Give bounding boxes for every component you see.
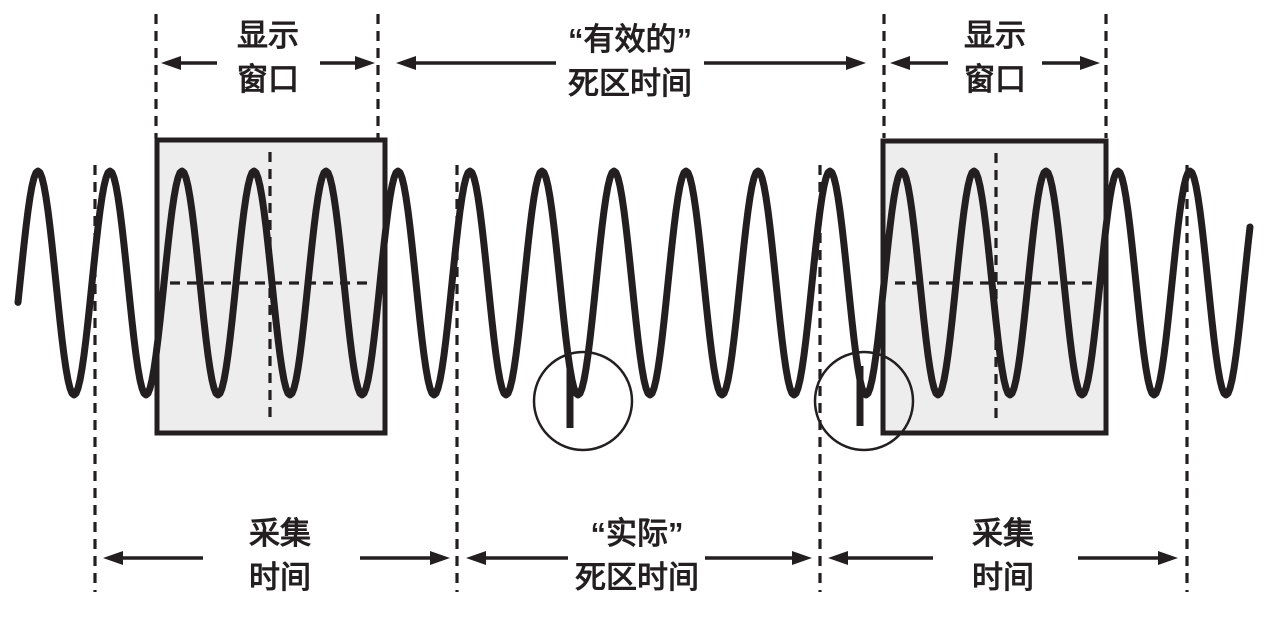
label-display-window-left: 显示 窗口: [188, 14, 348, 102]
label-line: “实际”: [590, 516, 684, 551]
dimension-arrow-head: [890, 56, 910, 70]
glitch-highlight-circle: [813, 350, 915, 452]
dimension-arrow-head: [828, 551, 848, 565]
label-line: “有效的”: [568, 22, 692, 57]
label-line: 显示: [964, 18, 1026, 53]
label-display-window-right: 显示 窗口: [915, 14, 1075, 102]
dimension-arrow-head: [792, 551, 812, 565]
label-line: 死区时间: [568, 66, 692, 101]
label-line: 时间: [249, 560, 311, 595]
dimension-arrow-head: [355, 56, 375, 70]
label-acquisition-time-left: 采集 时间: [200, 512, 360, 600]
label-line: 死区时间: [575, 560, 699, 595]
sine-waveform: [14, 167, 1254, 399]
label-line: 采集: [972, 516, 1034, 551]
label-line: 窗口: [237, 62, 299, 97]
label-acquisition-time-right: 采集 时间: [923, 512, 1083, 600]
dimension-arrow-head: [1158, 551, 1178, 565]
label-actual-dead-time: “实际” 死区时间: [512, 512, 762, 600]
dimension-arrow-head: [846, 56, 866, 70]
label-effective-dead-time: “有效的” 死区时间: [505, 18, 755, 106]
label-line: 窗口: [964, 62, 1026, 97]
dimension-arrow-head: [103, 551, 123, 565]
dimension-arrow-head: [1080, 56, 1100, 70]
dimension-arrow-head: [430, 551, 450, 565]
label-line: 采集: [249, 516, 311, 551]
dimension-arrow-head: [396, 56, 416, 70]
label-line: 时间: [972, 560, 1034, 595]
dimension-arrow-head: [466, 551, 486, 565]
dimension-arrow-head: [161, 56, 181, 70]
label-line: 显示: [237, 18, 299, 53]
glitch-highlight-circle: [532, 350, 634, 452]
